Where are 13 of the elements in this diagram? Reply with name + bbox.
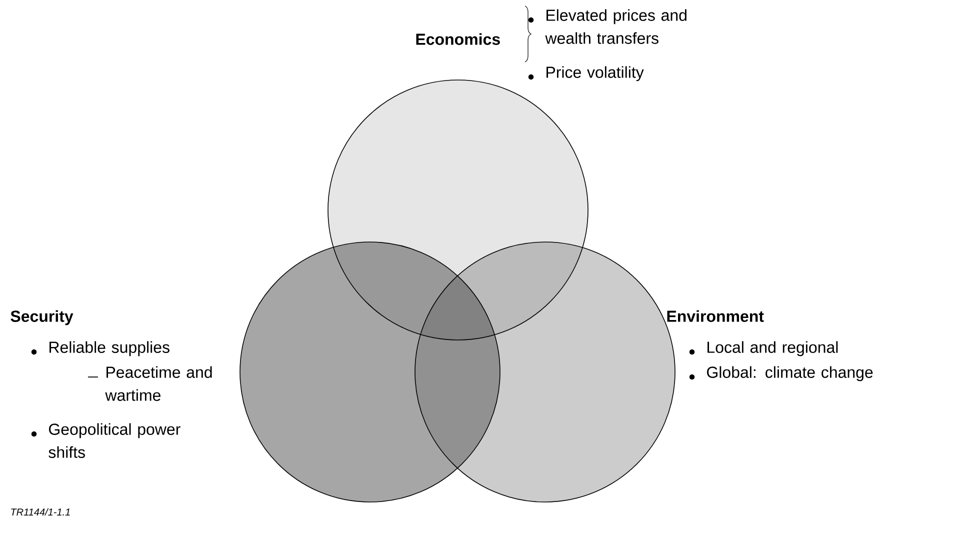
heading: Economics xyxy=(416,33,500,45)
figure-number: TR1144/1-1.1 xyxy=(11,508,70,516)
bullet-item: Local and regional xyxy=(689,341,838,356)
bullet-item: Geopolitical power shifts xyxy=(31,423,180,458)
heading: Security xyxy=(10,310,74,326)
heading: Environment xyxy=(667,310,764,322)
sub-item: Peacetime and wartime xyxy=(88,366,212,401)
bullet-item: Price volatility xyxy=(528,66,644,82)
circle xyxy=(240,242,500,502)
circle xyxy=(328,80,588,340)
bullet-item: Elevated prices and wealth transfers xyxy=(528,9,686,44)
bullet-item: Reliable supplies xyxy=(31,341,170,356)
bullet-item: Global: climate change xyxy=(689,366,873,382)
